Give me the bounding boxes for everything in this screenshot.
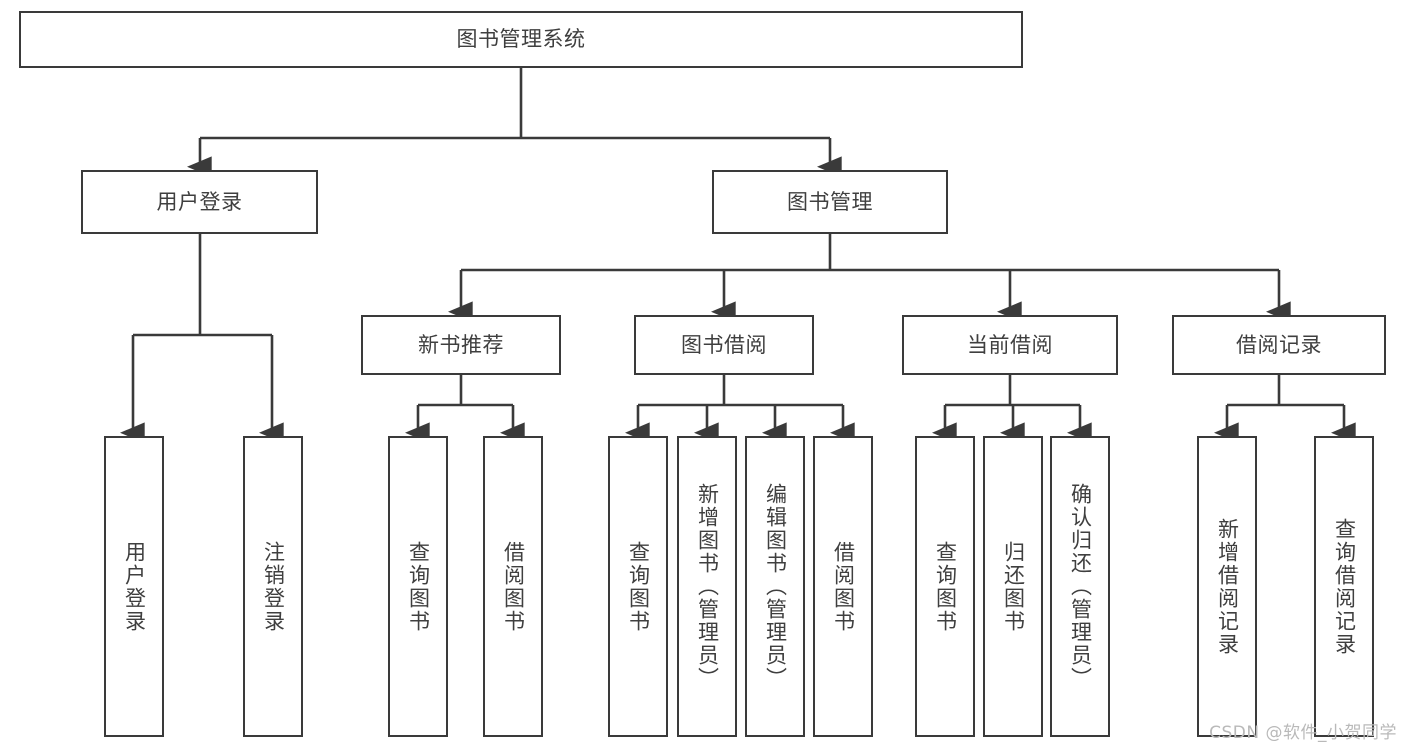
node-root[interactable]: 图书管理系统 — [19, 11, 1023, 68]
leaf-add-borrow-record-label: 新增借阅记录 — [1215, 517, 1240, 656]
leaf-confirm-return-admin[interactable]: 确认归还（管理员） — [1050, 436, 1110, 737]
leaf-logout-label: 注销登录 — [261, 540, 286, 633]
leaf-add-book-admin-label: 新增图书（管理员） — [695, 483, 720, 690]
leaf-logout[interactable]: 注销登录 — [243, 436, 303, 737]
leaf-return-book[interactable]: 归还图书 — [983, 436, 1043, 737]
leaf-return-book-label: 归还图书 — [1001, 540, 1026, 633]
leaf-edit-book-admin-label: 编辑图书（管理员） — [763, 483, 788, 690]
node-current-borrow-label: 当前借阅 — [967, 332, 1053, 357]
node-current-borrow[interactable]: 当前借阅 — [902, 315, 1118, 375]
leaf-user-login[interactable]: 用户登录 — [104, 436, 164, 737]
node-book-management-label: 图书管理 — [787, 189, 873, 214]
leaf-query-book-recommend[interactable]: 查询图书 — [388, 436, 448, 737]
leaf-query-borrow-record[interactable]: 查询借阅记录 — [1314, 436, 1374, 737]
node-borrow-record[interactable]: 借阅记录 — [1172, 315, 1386, 375]
leaf-query-book-borrow-label: 查询图书 — [626, 540, 651, 633]
leaf-borrow-book[interactable]: 借阅图书 — [813, 436, 873, 737]
leaf-query-borrow-record-label: 查询借阅记录 — [1332, 517, 1357, 656]
node-book-borrow[interactable]: 图书借阅 — [634, 315, 814, 375]
leaf-add-borrow-record[interactable]: 新增借阅记录 — [1197, 436, 1257, 737]
node-new-book-recommend-label: 新书推荐 — [418, 332, 504, 357]
node-user-login-label: 用户登录 — [156, 189, 243, 214]
node-book-management[interactable]: 图书管理 — [712, 170, 948, 234]
node-book-borrow-label: 图书借阅 — [681, 332, 767, 357]
leaf-confirm-return-admin-label: 确认归还（管理员） — [1068, 483, 1093, 690]
leaf-borrow-book-label: 借阅图书 — [831, 540, 856, 633]
leaf-add-book-admin[interactable]: 新增图书（管理员） — [677, 436, 737, 737]
node-new-book-recommend[interactable]: 新书推荐 — [361, 315, 561, 375]
leaf-borrow-book-recommend-label: 借阅图书 — [501, 540, 526, 633]
leaf-user-login-label: 用户登录 — [122, 540, 147, 633]
leaf-query-book-current-label: 查询图书 — [933, 540, 958, 633]
leaf-query-book-recommend-label: 查询图书 — [406, 540, 431, 633]
node-borrow-record-label: 借阅记录 — [1236, 332, 1322, 357]
leaf-query-book-borrow[interactable]: 查询图书 — [608, 436, 668, 737]
node-user-login[interactable]: 用户登录 — [81, 170, 318, 234]
leaf-borrow-book-recommend[interactable]: 借阅图书 — [483, 436, 543, 737]
leaf-edit-book-admin[interactable]: 编辑图书（管理员） — [745, 436, 805, 737]
node-root-label: 图书管理系统 — [456, 27, 586, 52]
leaf-query-book-current[interactable]: 查询图书 — [915, 436, 975, 737]
csdn-watermark: CSDN @软件_小贺同学 — [1209, 723, 1397, 743]
